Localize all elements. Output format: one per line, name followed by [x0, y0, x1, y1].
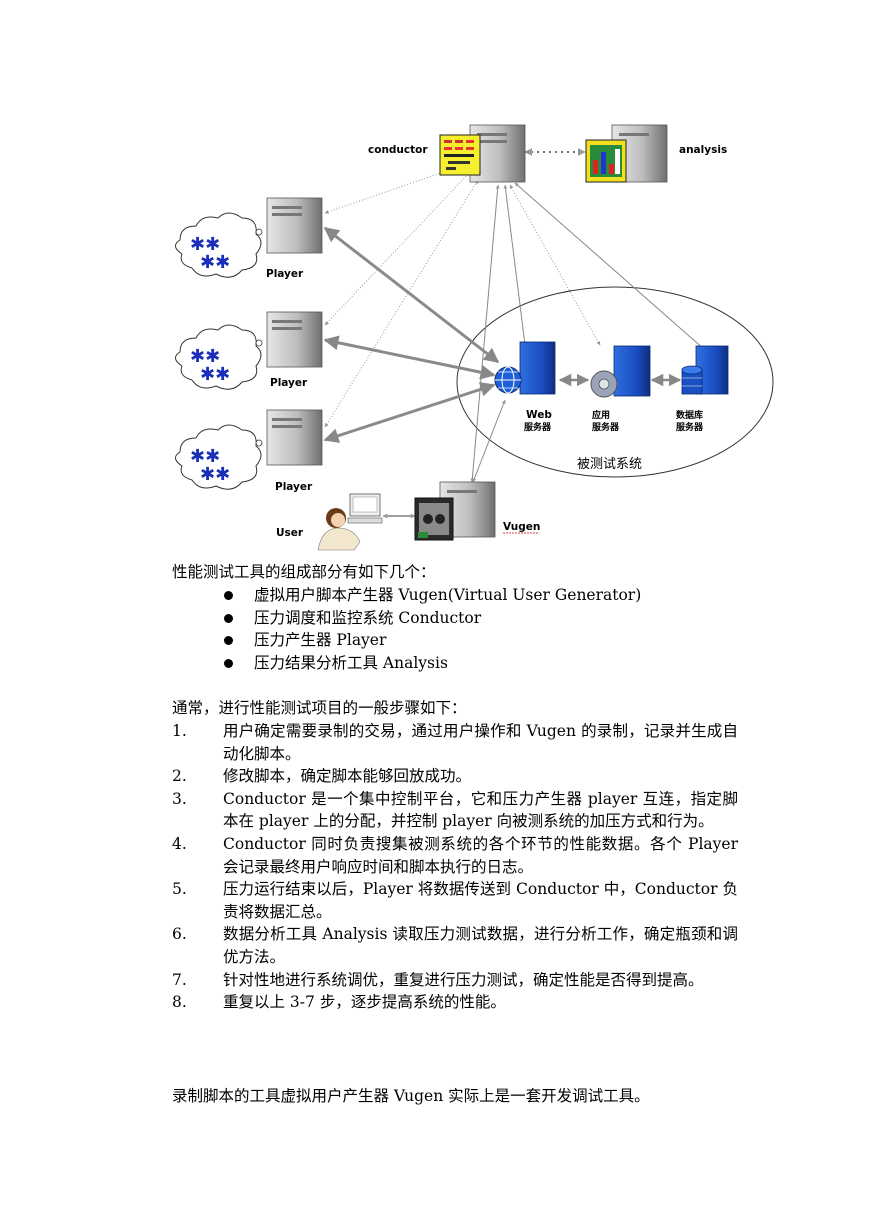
player-group-2: ✱✱ ✱✱: [175, 311, 323, 390]
list-item: 虚拟用户脚本产生器 Vugen(Virtual User Generator): [222, 584, 641, 607]
list-item: 3. Conductor 是一个集中控制平台，它和压力产生器 player 互连，…: [172, 788, 738, 833]
conductor-server-icon: [439, 124, 526, 183]
server-label-db-1: 数据库: [676, 409, 703, 421]
conductor-label: conductor: [368, 144, 428, 156]
svg-text:✱✱: ✱✱: [200, 464, 230, 485]
step-text: 针对性地进行系统调优，重复进行压力测试，确定性能是否得到提高。: [223, 970, 704, 989]
svg-text:✱✱: ✱✱: [190, 446, 220, 467]
bullet-icon: [224, 591, 233, 600]
svg-text:✱✱: ✱✱: [190, 234, 220, 255]
list-item: 2. 修改脚本，确定脚本能够回放成功。: [172, 765, 738, 788]
server-label-app-1: 应用: [592, 409, 610, 421]
server-label-app-2: 服务器: [592, 421, 620, 433]
step-text: Conductor 是一个集中控制平台，它和压力产生器 player 互连，指定…: [223, 789, 738, 831]
analysis-label: analysis: [679, 144, 727, 156]
list-item: 压力调度和监控系统 Conductor: [222, 607, 641, 630]
step-number: 6.: [172, 925, 187, 944]
server-label-web-2: 服务器: [524, 421, 552, 433]
list-item: 1. 用户确定需要录制的交易，通过用户操作和 Vugen 的录制，记录并生成自动化…: [172, 720, 738, 765]
bullet-icon: [224, 658, 233, 668]
bullet-icon: [224, 636, 233, 646]
player-label-2: Player: [270, 377, 308, 389]
list-item: 6. 数据分析工具 Analysis 读取压力测试数据，进行分析工作，确定瓶颈和调…: [172, 923, 738, 968]
server-label-web-1: Web: [526, 409, 552, 421]
step-text: 压力运行结束以后，Player 将数据传送到 Conductor 中，Condu…: [223, 880, 738, 921]
step-number: 3.: [172, 789, 187, 808]
player-group-3: ✱✱ ✱✱: [175, 409, 323, 490]
list-item: 5. 压力运行结束以后，Player 将数据传送到 Conductor 中，Con…: [172, 878, 738, 923]
analysis-server-icon: [585, 124, 668, 183]
step-text: 数据分析工具 Analysis 读取压力测试数据，进行分析工作，确定瓶颈和调优方…: [223, 925, 738, 966]
step-text: 用户确定需要录制的交易，通过用户操作和 Vugen 的录制，记录并生成自动化脚本…: [223, 722, 738, 763]
step-text: 重复以上 3-7 步，逐步提高系统的性能。: [223, 993, 506, 1012]
step-text: Conductor 同时负责搜集被测系统的各个环节的性能数据。各个 Player…: [223, 834, 738, 876]
component-text: 虚拟用户脚本产生器 Vugen(Virtual User Generator): [254, 586, 642, 604]
player-group-1: ✱✱ ✱✱: [175, 197, 323, 278]
svg-text:✱✱: ✱✱: [200, 252, 230, 273]
app-server-icon: [590, 345, 651, 398]
bullet-icon: [224, 613, 233, 623]
system-label: 被测试系统: [577, 457, 642, 472]
step-text: 修改脚本，确定脚本能够回放成功。: [223, 767, 472, 786]
component-text: 压力调度和监控系统 Conductor: [254, 608, 482, 627]
list-item: 4. Conductor 同时负责搜集被测系统的各个环节的性能数据。各个 Play…: [172, 833, 738, 878]
svg-text:✱✱: ✱✱: [190, 346, 220, 367]
player-label-3: Player: [275, 481, 313, 493]
connections: [323, 148, 706, 519]
step-number: 1.: [172, 722, 187, 740]
steps-list: 1. 用户确定需要录制的交易，通过用户操作和 Vugen 的录制，记录并生成自动化…: [172, 720, 738, 1014]
step-number: 4.: [172, 834, 187, 853]
list-item: 8. 重复以上 3-7 步，逐步提高系统的性能。: [172, 991, 738, 1014]
architecture-diagram: conductor analysis ✱✱ ✱✱ ✱✱ ✱✱ ✱✱ ✱✱: [175, 124, 774, 551]
step-number: 8.: [172, 993, 187, 1012]
svg-text:✱✱: ✱✱: [200, 364, 230, 385]
component-text: 压力结果分析工具 Analysis: [254, 653, 448, 672]
db-server-icon: [681, 345, 729, 395]
vugen-label: Vugen: [503, 521, 540, 533]
list-item: 7. 针对性地进行系统调优，重复进行压力测试，确定性能是否得到提高。: [172, 969, 738, 992]
components-intro: 性能测试工具的组成部分有如下几个：: [172, 563, 436, 581]
step-number: 7.: [172, 970, 187, 989]
component-text: 压力产生器 Player: [254, 631, 387, 650]
step-number: 2.: [172, 767, 187, 786]
steps-intro: 通常，进行性能测试项目的一般步骤如下：: [172, 699, 467, 717]
list-item: 压力结果分析工具 Analysis: [222, 652, 641, 675]
user-person-icon: [317, 493, 383, 551]
user-label: User: [276, 527, 304, 539]
components-list: 虚拟用户脚本产生器 Vugen(Virtual User Generator) …: [222, 584, 641, 674]
closing-paragraph: 录制脚本的工具虚拟用户产生器 Vugen 实际上是一套开发调试工具。: [172, 1087, 650, 1105]
player-label-1: Player: [266, 268, 304, 280]
server-label-db-2: 服务器: [676, 421, 704, 433]
web-server-icon: [494, 341, 556, 395]
vugen-server-icon: [414, 481, 496, 541]
list-item: 压力产生器 Player: [222, 629, 641, 652]
step-number: 5.: [172, 880, 187, 899]
